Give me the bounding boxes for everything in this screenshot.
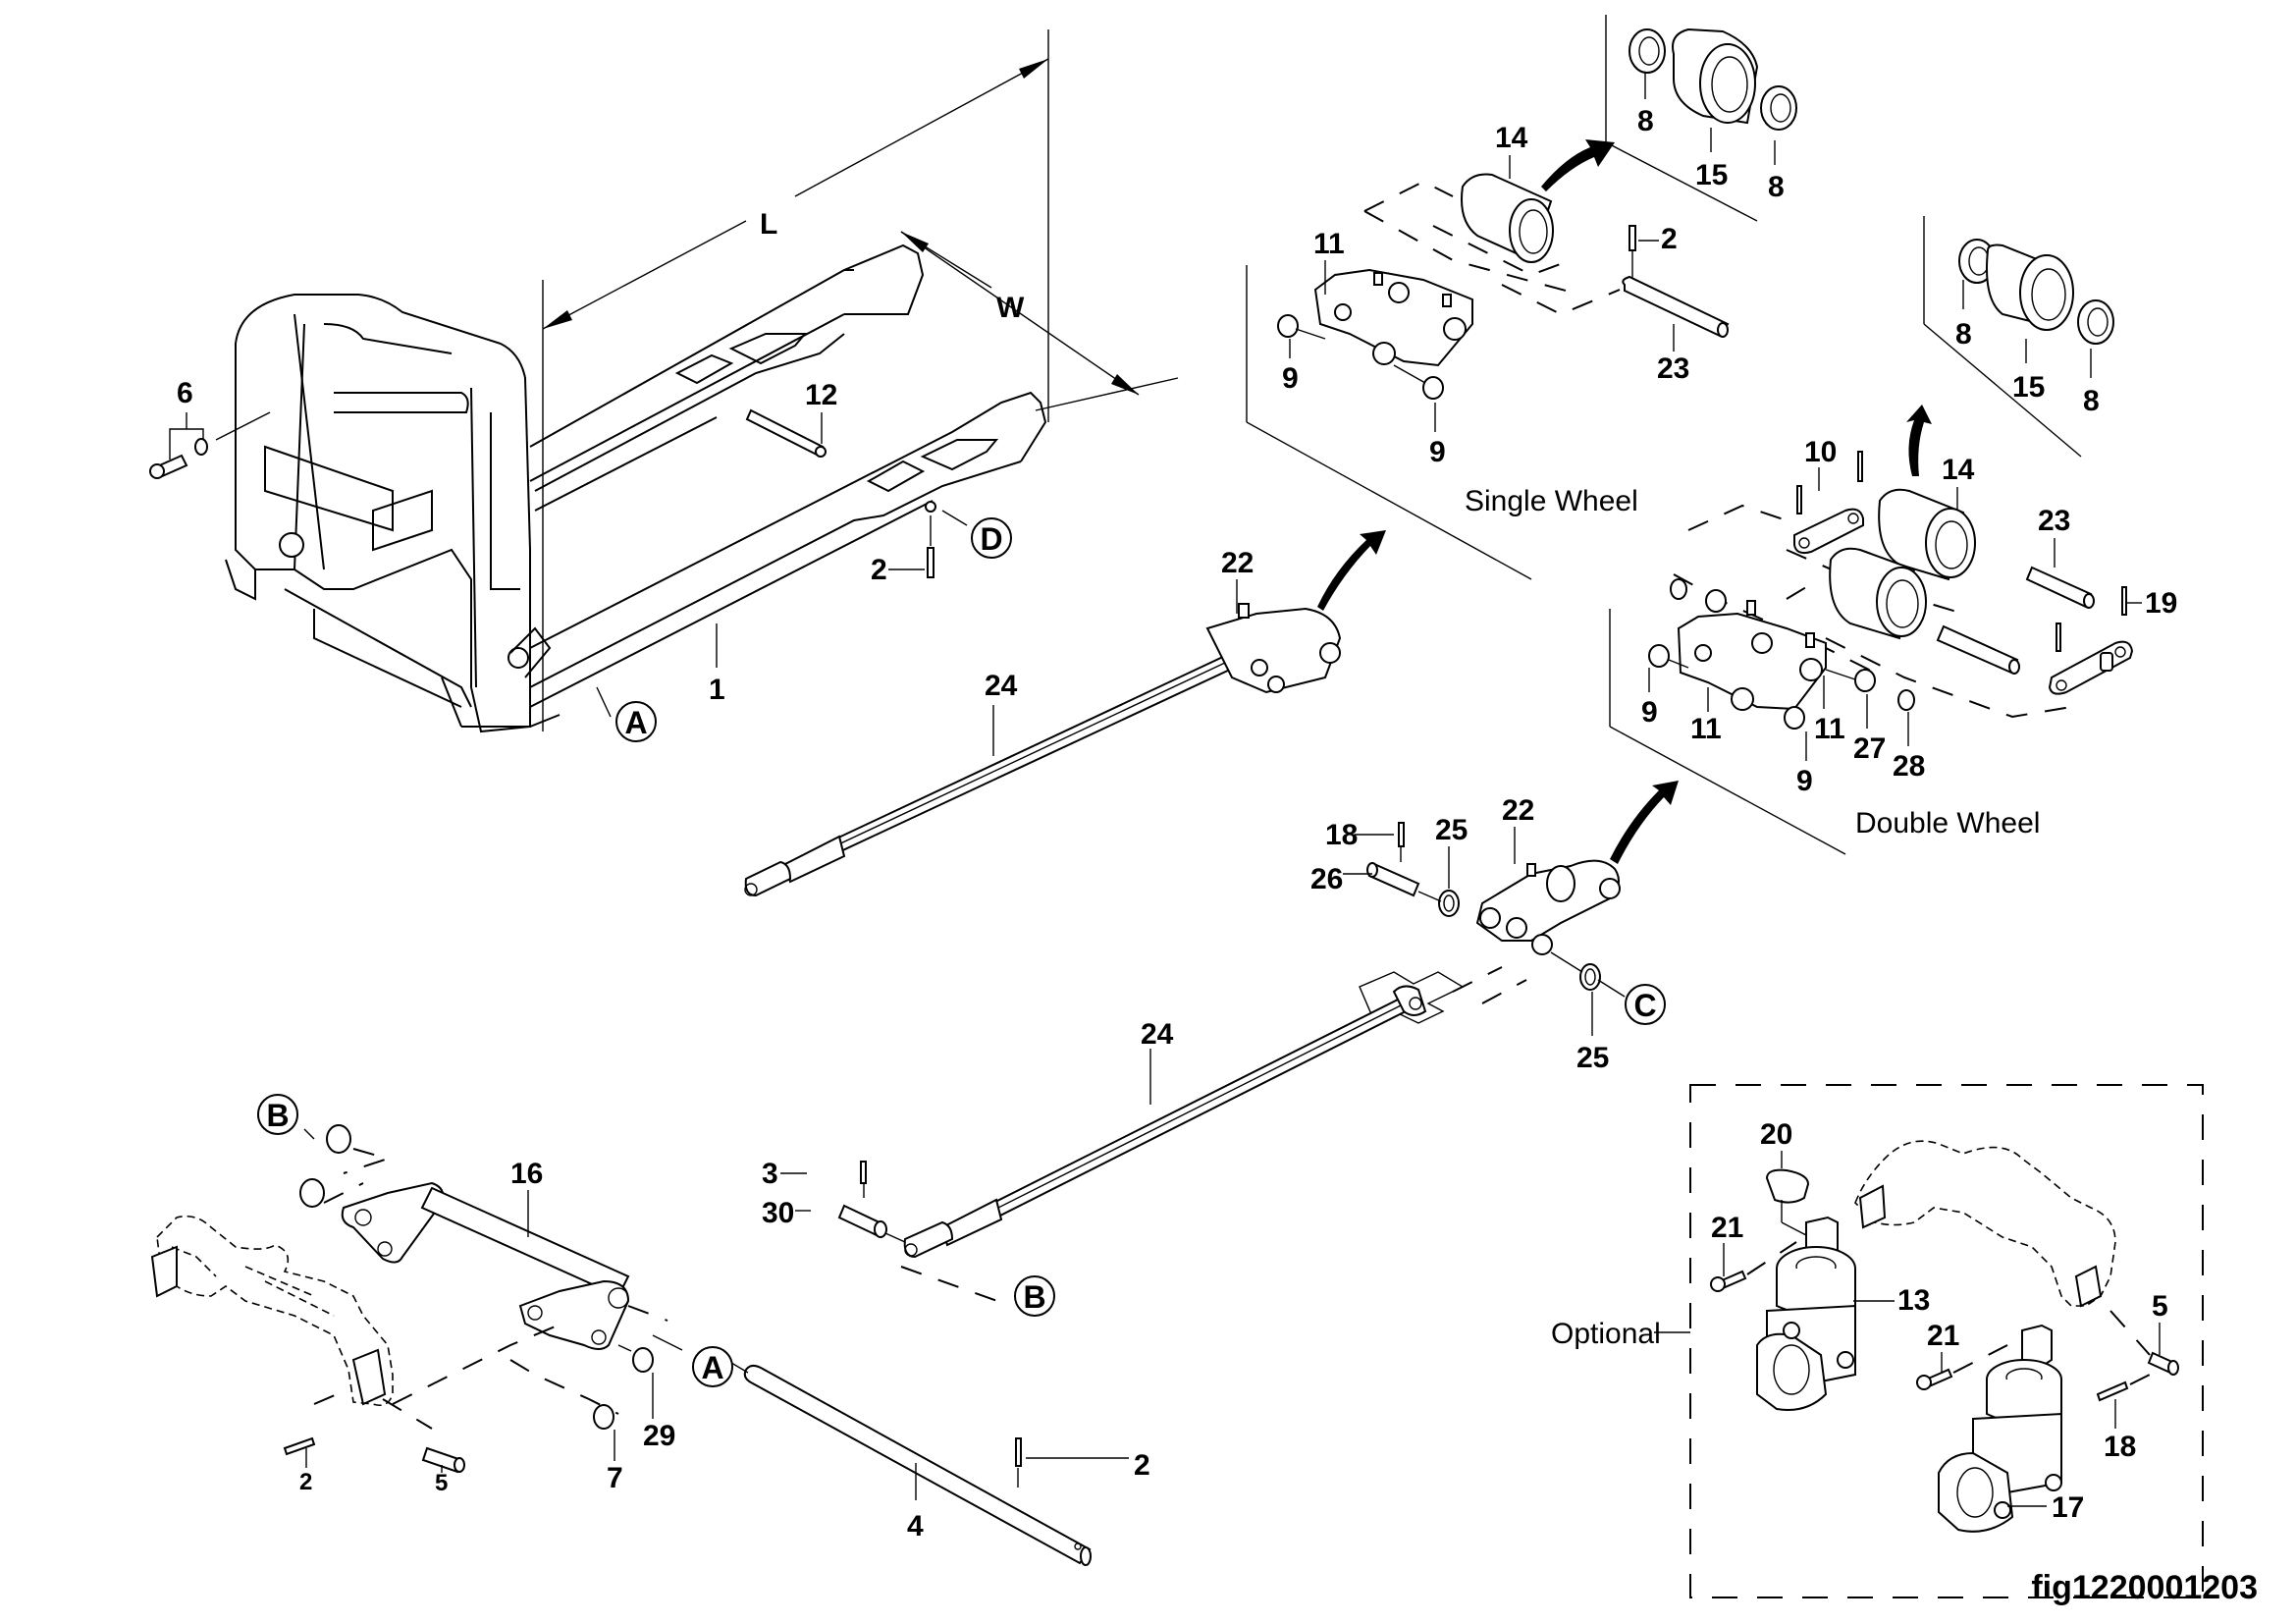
callout-4: 4 — [907, 1510, 924, 1543]
callout-20: 20 — [1760, 1118, 1792, 1151]
screw-washer-6 — [149, 411, 271, 479]
callout-7: 7 — [607, 1462, 623, 1494]
caption-single-wheel: Single Wheel — [1465, 485, 1638, 517]
fork-frame — [225, 244, 1047, 733]
callout-10: 10 — [1804, 436, 1837, 468]
callout-22-upper: 22 — [1221, 547, 1254, 579]
callout-19: 19 — [2145, 587, 2177, 620]
callout-27: 27 — [1853, 732, 1886, 765]
callout-8-double-a: 8 — [1955, 318, 1972, 351]
callout-2-fork: 2 — [871, 554, 887, 586]
callout-9-single-b: 9 — [1429, 436, 1446, 468]
double-wheel-panel — [1609, 216, 2134, 855]
callout-21-b: 21 — [1927, 1320, 1959, 1352]
callout-11-double-a: 11 — [1690, 713, 1722, 745]
push-rod-upper — [744, 530, 1386, 897]
callout-21-a: 21 — [1711, 1212, 1743, 1244]
dimension-l-label: L — [760, 208, 777, 241]
push-rod-lower — [837, 781, 1679, 1307]
callout-2-single: 2 — [1661, 223, 1678, 255]
callout-15-double: 15 — [2012, 371, 2045, 404]
callout-17: 17 — [2052, 1491, 2084, 1524]
callout-8-double-b: 8 — [2083, 385, 2100, 417]
rocker-assembly — [150, 1124, 1092, 1566]
marker-b-rod: B — [1014, 1275, 1055, 1317]
svg-text:D: D — [980, 521, 1002, 557]
callout-25-lower: 25 — [1576, 1042, 1609, 1074]
callout-14-double: 14 — [1942, 454, 1975, 486]
callout-9-single-a: 9 — [1282, 362, 1299, 395]
callout-15-single: 15 — [1695, 159, 1728, 191]
svg-text:A: A — [701, 1350, 723, 1385]
callout-26: 26 — [1310, 863, 1343, 895]
callout-18-lower: 18 — [1325, 819, 1358, 851]
callout-8-single-a: 8 — [1637, 105, 1654, 137]
dimension-lines — [542, 29, 1179, 731]
callout-8-single-b: 8 — [1768, 171, 1785, 203]
marker-b-rocker: B — [257, 1094, 298, 1135]
callout-30: 30 — [762, 1197, 794, 1229]
callout-13: 13 — [1897, 1284, 1930, 1317]
dimension-w-label: W — [996, 292, 1025, 324]
svg-text:B: B — [266, 1098, 289, 1133]
callout-23-double: 23 — [2038, 505, 2070, 537]
caption-double-wheel: Double Wheel — [1855, 807, 2040, 839]
marker-d: D — [971, 517, 1012, 559]
single-wheel-panel — [1246, 15, 1797, 580]
svg-text:A: A — [624, 705, 647, 740]
callout-29: 29 — [643, 1420, 675, 1452]
callout-6: 6 — [177, 377, 193, 409]
callout-5-rocker: 5 — [435, 1470, 448, 1496]
callout-25-upper: 25 — [1435, 814, 1468, 846]
callout-23-single: 23 — [1657, 352, 1689, 385]
callout-12: 12 — [805, 379, 837, 411]
callout-28: 28 — [1893, 750, 1925, 783]
figure-id: fig1220001203 — [2031, 1569, 2258, 1606]
callout-18-optional: 18 — [2104, 1431, 2136, 1463]
callout-9-double-a: 9 — [1641, 696, 1658, 729]
callout-9-double-b: 9 — [1796, 765, 1813, 797]
callout-5-optional: 5 — [2152, 1290, 2168, 1323]
callout-2-axle: 2 — [1134, 1449, 1150, 1482]
svg-text:B: B — [1023, 1279, 1045, 1315]
callout-3: 3 — [762, 1158, 778, 1190]
callout-24-upper: 24 — [985, 670, 1018, 702]
marker-a-frame: A — [615, 701, 657, 742]
callout-22-lower: 22 — [1502, 794, 1534, 827]
callout-2-rocker: 2 — [299, 1469, 312, 1495]
callout-24-lower: 24 — [1141, 1018, 1174, 1051]
marker-c: C — [1625, 984, 1666, 1025]
svg-text:C: C — [1633, 988, 1656, 1023]
callout-11-double-b: 11 — [1814, 713, 1845, 745]
optional-caster-box — [1654, 1084, 2204, 1598]
callout-1: 1 — [709, 674, 725, 706]
marker-a-rocker: A — [692, 1346, 733, 1387]
caption-optional: Optional — [1551, 1318, 1661, 1350]
callout-14-single: 14 — [1495, 122, 1528, 154]
callout-11-single: 11 — [1313, 228, 1345, 260]
callout-16: 16 — [510, 1158, 543, 1190]
